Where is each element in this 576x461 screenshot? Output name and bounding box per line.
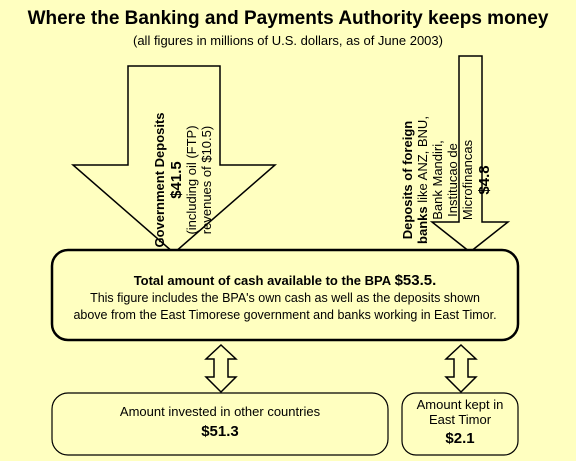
kept-amount: $2.1 [445,430,475,447]
foreign-banks-label-bold: banks [414,206,430,244]
foreign-banks-label-rest: like ANZ, BNU, [414,116,430,207]
government-amount: $41.5 [167,161,185,199]
foreign-banks-label-line1: Deposits of foreign [400,120,415,240]
total-line3: above from the East Timorese government … [73,308,497,322]
invested-box: Amount invested in other countries $51.3 [52,393,388,455]
page-subtitle: (all figures in millions of U.S. dollars… [133,33,443,48]
double-arrow-kept [444,343,478,394]
foreign-banks-arrow [429,55,511,253]
kept-box: Amount kept in East Timor $2.1 [402,393,518,455]
kept-box-frame [401,392,519,456]
kept-label-line1: Amount kept in [416,397,504,412]
government-note-line1: (including oil (FTP) [184,125,200,235]
government-note-line2: revenues of $10.5) [199,125,215,235]
foreign-banks-line4: Institucao de [444,143,460,217]
double-arrow-invested [204,343,238,394]
invested-label: Amount invested in other countries [119,404,321,419]
total-line2: This figure includes the BPA's own cash … [90,291,480,305]
total-box-frame [50,248,520,342]
total-lead: Total amount of cash available to the BP… [133,273,392,288]
invested-amount: $51.3 [201,423,239,440]
invested-box-frame [51,392,389,456]
government-label: Government Deposits [152,112,167,248]
kept-label-line2: East Timor [428,412,492,427]
page-title: Where the Banking and Payments Authority… [27,8,549,29]
foreign-banks-text: Deposits of foreign banks like ANZ, BNU,… [400,82,493,278]
total-cash-box: Total amount of cash available to the BP… [52,250,518,340]
foreign-banks-line3: Bank Mandiri, [429,140,445,220]
government-deposits-text: Government Deposits $41.5 (including oil… [152,90,223,270]
total-amount: $53.5. [394,272,437,289]
government-arrow [70,65,278,254]
foreign-banks-line5: Microfinancas [459,139,475,221]
foreign-banks-amount: $4.8 [475,165,493,195]
